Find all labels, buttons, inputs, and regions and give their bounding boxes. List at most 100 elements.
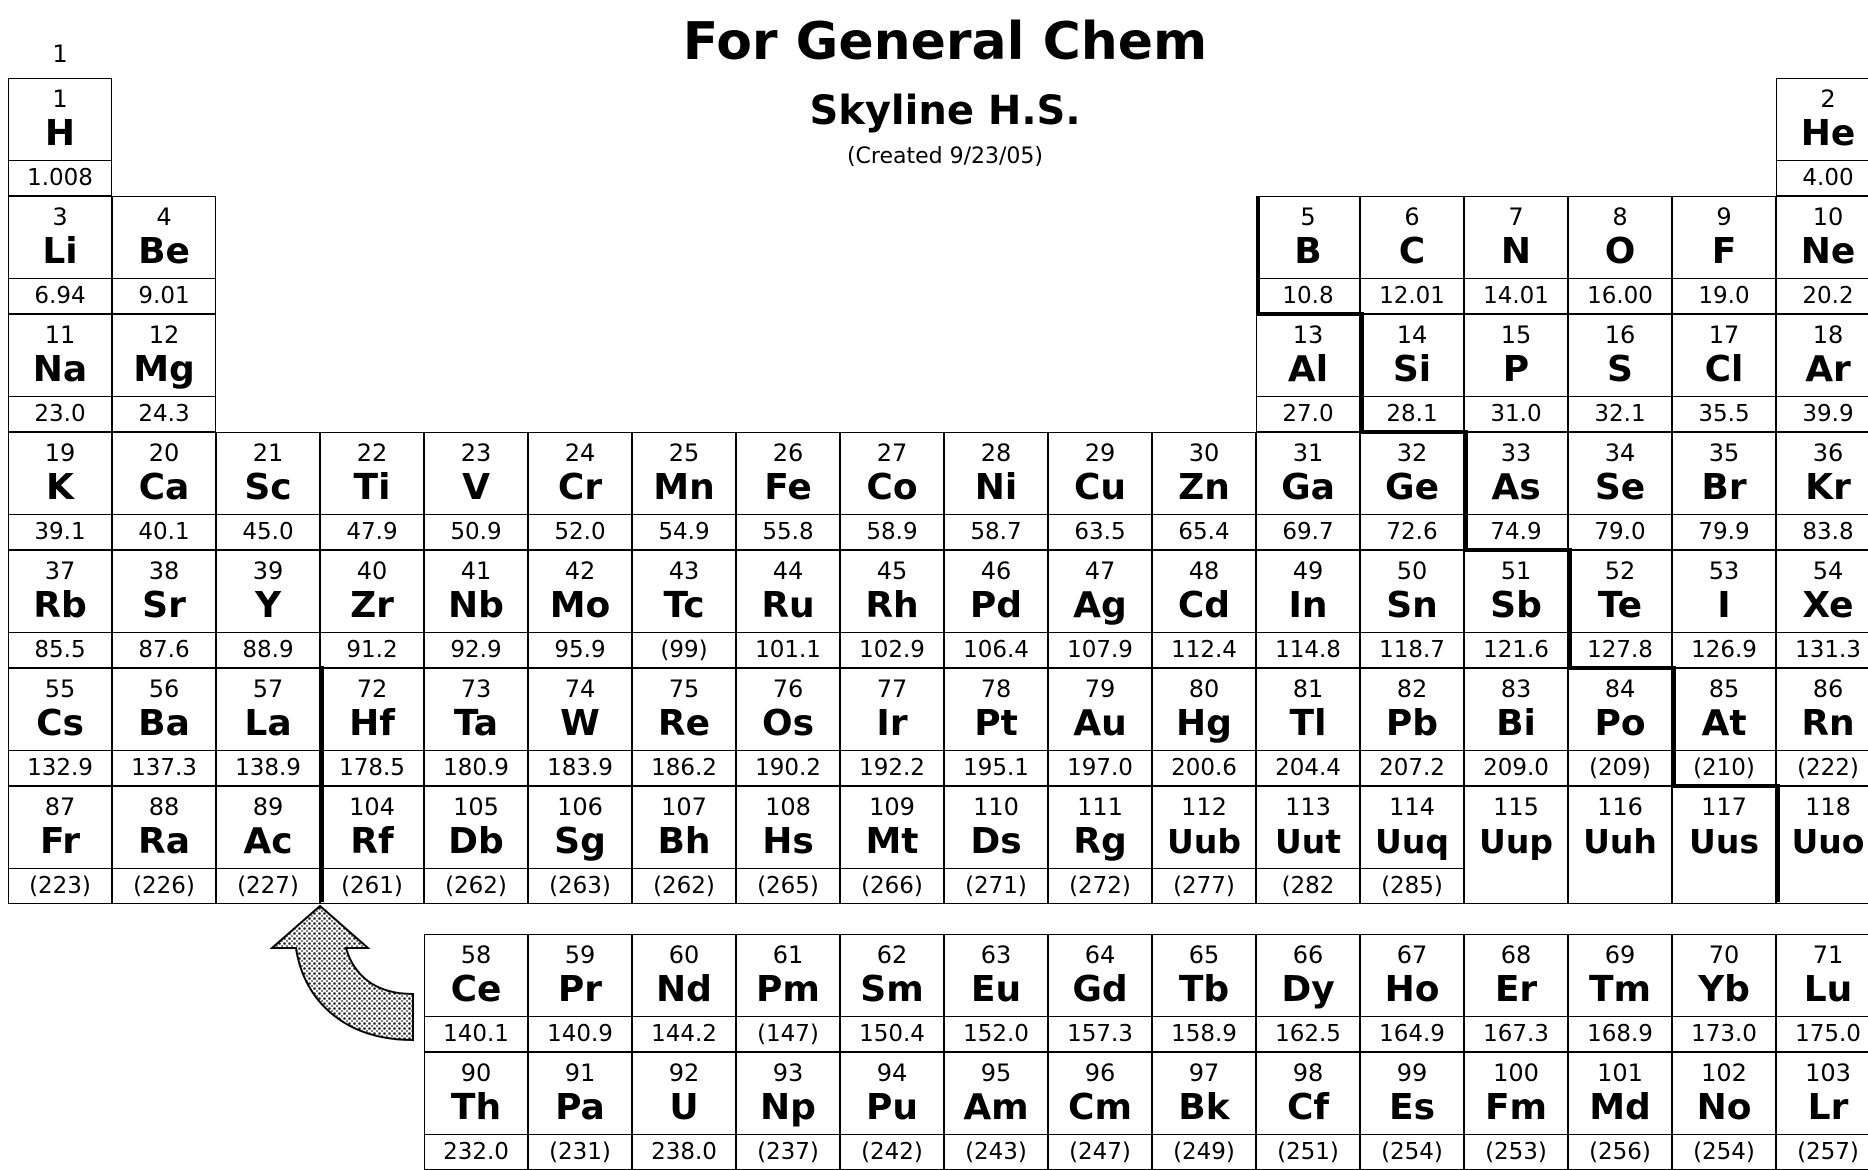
element-symbol: Na (32, 349, 88, 390)
atomic-mass: 63.5 (1049, 514, 1151, 549)
element-symbol: Eu (970, 968, 1022, 1010)
atomic-mass: (282 (1257, 868, 1359, 903)
atomic-mass: 14.01 (1465, 278, 1567, 313)
element-symbol: Co (866, 467, 918, 508)
atomic-number: 39 (252, 557, 284, 585)
atomic-mass: 131.3 (1777, 632, 1868, 667)
atomic-number: 18 (1812, 321, 1844, 349)
atomic-number: 8 (1612, 203, 1628, 231)
atomic-number: 84 (1604, 675, 1636, 703)
atomic-number: 21 (252, 439, 284, 467)
atomic-number: 36 (1812, 439, 1844, 467)
atomic-mass: (231) (529, 1133, 631, 1169)
atomic-mass: 39.9 (1777, 396, 1868, 431)
atomic-mass: (223) (9, 868, 111, 903)
atomic-number: 87 (44, 793, 76, 821)
atomic-mass: 200.6 (1153, 750, 1255, 785)
atomic-mass: 144.2 (633, 1015, 735, 1051)
atomic-mass: 20.2 (1777, 278, 1868, 313)
element-symbol: Uus (1689, 822, 1759, 861)
atomic-mass: 40.1 (113, 514, 215, 549)
atomic-number: 72 (356, 675, 388, 703)
atomic-mass: (226) (113, 868, 215, 903)
atomic-number: 46 (980, 557, 1012, 585)
atomic-number: 101 (1597, 1058, 1643, 1087)
element-symbol: Pt (974, 703, 1018, 744)
atomic-number: 71 (1812, 940, 1844, 969)
element-symbol: Am (963, 1086, 1029, 1128)
element-symbol: Uuh (1583, 822, 1657, 861)
atomic-mass: 207.2 (1361, 750, 1463, 785)
element-symbol: Db (448, 821, 504, 862)
atomic-mass: 157.3 (1049, 1015, 1151, 1051)
element-symbol: Hg (1176, 703, 1232, 744)
atomic-number: 14 (1396, 321, 1428, 349)
atomic-number: 107 (661, 793, 707, 821)
element-symbol: Rf (350, 821, 394, 862)
atomic-number: 28 (980, 439, 1012, 467)
atomic-mass: (147) (737, 1015, 839, 1051)
atomic-mass: 10.8 (1257, 278, 1359, 313)
atomic-mass: 152.0 (945, 1015, 1047, 1051)
atomic-mass: 6.94 (9, 278, 111, 313)
element-symbol: Fr (39, 821, 81, 862)
atomic-number: 9 (1716, 203, 1732, 231)
atomic-number: 16 (1604, 321, 1636, 349)
element-symbol: Ho (1384, 968, 1440, 1010)
atomic-mass: (263) (529, 868, 631, 903)
atomic-number: 111 (1077, 793, 1123, 821)
atomic-number: 53 (1708, 557, 1740, 585)
atomic-number: 105 (453, 793, 499, 821)
element-symbol: Ra (137, 821, 190, 862)
element-symbol: Ca (138, 467, 190, 508)
element-symbol: Lr (1807, 1086, 1849, 1128)
atomic-number: 38 (148, 557, 180, 585)
atomic-number: 58 (460, 940, 492, 969)
atomic-mass: 102.9 (841, 632, 943, 667)
atomic-number: 76 (772, 675, 804, 703)
atomic-number: 56 (148, 675, 180, 703)
element-symbol: Pa (555, 1086, 605, 1128)
atomic-mass: (249) (1153, 1133, 1255, 1169)
atomic-mass (1569, 869, 1671, 903)
element-symbol: Kr (1805, 467, 1851, 508)
atomic-mass: (237) (737, 1133, 839, 1169)
atomic-number: 23 (460, 439, 492, 467)
page-title: For General Chem (682, 12, 1208, 72)
staircase-line (1464, 430, 1468, 548)
element-symbol: Fe (764, 467, 812, 508)
atomic-mass: (257) (1777, 1133, 1868, 1169)
element-symbol: Hf (349, 703, 395, 744)
staircase-line (1360, 312, 1364, 430)
atomic-mass: 107.9 (1049, 632, 1151, 667)
atomic-mass: 101.1 (737, 632, 839, 667)
atomic-number: 5 (1300, 203, 1316, 231)
atomic-number: 2 (1820, 85, 1836, 113)
element-symbol: Sn (1386, 585, 1438, 626)
